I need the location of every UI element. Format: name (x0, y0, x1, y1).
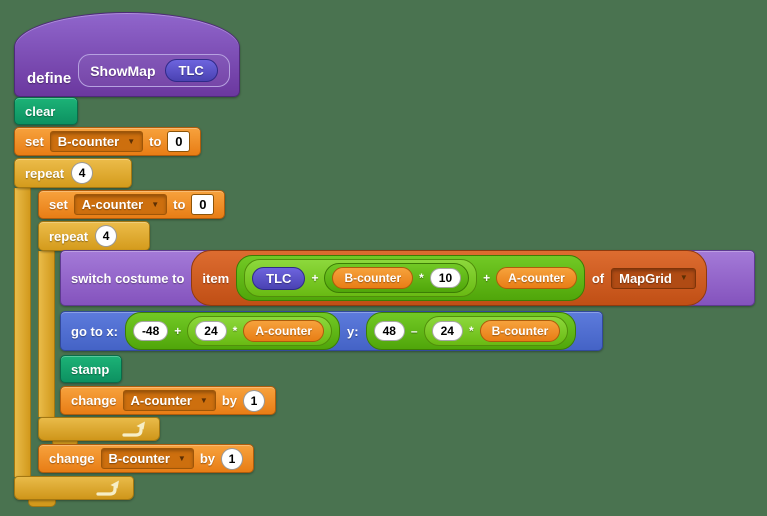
variable-dropdown-a-counter[interactable]: A-counter ▼ (122, 390, 216, 411)
define-keyword: define (27, 70, 72, 87)
change-keyword: change (71, 393, 117, 408)
switch-costume-label: switch costume to (71, 270, 185, 286)
repeat-times-input[interactable]: 4 (71, 162, 94, 184)
repeat-inner-bottom-bar (38, 417, 160, 441)
change-keyword: change (49, 451, 95, 466)
dropdown-value: A-counter (81, 197, 144, 212)
set-value-input[interactable]: 0 (167, 131, 191, 152)
number-input[interactable]: 24 (195, 321, 227, 341)
set-keyword: set (49, 197, 68, 212)
parameter-pill-tlc[interactable]: TLC (252, 266, 306, 290)
item-label: item (202, 270, 230, 286)
sum-reporter-outer[interactable]: TLC + B-counter * 10 + A-counter (236, 255, 585, 301)
custom-block-prototype[interactable]: ShowMap TLC (78, 54, 230, 87)
stamp-block[interactable]: stamp (60, 355, 122, 383)
change-variable-block-a[interactable]: change A-counter ▼ by 1 (60, 386, 276, 415)
repeat-times-input[interactable]: 4 (95, 225, 118, 247)
parameter-pill-tlc[interactable]: TLC (164, 59, 218, 82)
to-label: to (173, 197, 186, 212)
of-label: of (591, 270, 605, 286)
dropdown-arrow-icon: ▼ (177, 453, 186, 463)
product-reporter[interactable]: B-counter * 10 (324, 263, 470, 293)
plus-operator: + (483, 271, 491, 285)
times-operator: * (232, 324, 238, 338)
to-label: to (149, 134, 162, 149)
change-value-input[interactable]: 1 (221, 447, 243, 470)
custom-block-name: ShowMap (90, 62, 156, 79)
change-value-input[interactable]: 1 (243, 389, 265, 412)
y-sum-reporter[interactable]: 48 – 24 * B-counter (365, 312, 577, 350)
repeat-inner-block[interactable]: repeat 4 (38, 221, 150, 251)
clear-label: clear (25, 103, 56, 119)
dropdown-arrow-icon: ▼ (151, 199, 160, 209)
dropdown-arrow-icon: ▼ (127, 136, 136, 146)
variable-dropdown-a-counter[interactable]: A-counter ▼ (73, 194, 168, 215)
repeat-keyword: repeat (49, 228, 89, 244)
loop-arrow-icon (122, 421, 145, 437)
plus-operator: + (311, 271, 319, 285)
minus-operator: – (410, 324, 418, 338)
dropdown-value: A-counter (130, 393, 192, 408)
dropdown-value: B-counter (108, 451, 170, 466)
item-of-list-block[interactable]: item TLC + B-counter * 10 + A-counter of… (191, 250, 707, 306)
number-input[interactable]: -48 (132, 321, 169, 341)
repeat-keyword: repeat (25, 165, 65, 181)
dropdown-value: MapGrid (619, 270, 672, 286)
change-variable-block-b[interactable]: change B-counter ▼ by 1 (38, 444, 254, 473)
plus-operator: + (174, 324, 182, 338)
list-dropdown-mapgrid[interactable]: MapGrid ▼ (611, 267, 696, 289)
set-variable-block-b[interactable]: set B-counter ▼ to 0 (14, 127, 202, 156)
define-hat-block[interactable]: define ShowMap TLC (14, 12, 240, 97)
number-input[interactable]: 48 (373, 321, 405, 341)
loop-arrow-icon (96, 480, 119, 496)
stamp-label: stamp (71, 361, 110, 377)
go-to-xy-block[interactable]: go to x: -48 + 24 * A-counter y: 48 – 24… (60, 311, 603, 351)
y-label: y: (347, 323, 359, 339)
number-input[interactable]: 24 (431, 321, 463, 341)
set-value-input[interactable]: 0 (191, 194, 215, 215)
variable-dropdown-b-counter[interactable]: B-counter ▼ (49, 131, 144, 152)
by-label: by (199, 451, 215, 466)
clear-block[interactable]: clear (14, 97, 78, 125)
set-variable-block-a[interactable]: set A-counter ▼ to 0 (38, 190, 226, 219)
number-input[interactable]: 10 (429, 268, 462, 288)
by-label: by (221, 393, 237, 408)
repeat-outer-bottom-bar (14, 476, 134, 500)
switch-costume-block[interactable]: switch costume to item TLC + B-counter *… (60, 250, 755, 306)
dropdown-arrow-icon: ▼ (679, 273, 688, 282)
dropdown-arrow-icon: ▼ (199, 395, 208, 405)
times-operator: * (419, 271, 424, 285)
repeat-outer-block[interactable]: repeat 4 (14, 158, 132, 188)
x-product-reporter[interactable]: 24 * A-counter (187, 316, 332, 346)
x-sum-reporter[interactable]: -48 + 24 * A-counter (124, 312, 340, 350)
variable-reporter-a-counter[interactable]: A-counter (496, 267, 577, 289)
repeat-inner-c-arm (38, 251, 55, 417)
variable-reporter-b-counter[interactable]: B-counter (479, 320, 561, 342)
times-operator: * (468, 324, 474, 338)
variable-reporter-a-counter[interactable]: A-counter (243, 320, 324, 342)
set-keyword: set (25, 134, 44, 149)
go-to-x-label: go to x: (71, 323, 118, 339)
repeat-outer-c-arm (14, 188, 31, 477)
repeat-outer-bottom-nub (28, 499, 56, 507)
sum-reporter-inner[interactable]: TLC + B-counter * 10 (244, 259, 478, 297)
variable-dropdown-b-counter[interactable]: B-counter ▼ (100, 448, 194, 469)
dropdown-value: B-counter (57, 134, 120, 149)
y-product-reporter[interactable]: 24 * B-counter (423, 316, 569, 346)
variable-reporter-b-counter[interactable]: B-counter (332, 267, 414, 289)
